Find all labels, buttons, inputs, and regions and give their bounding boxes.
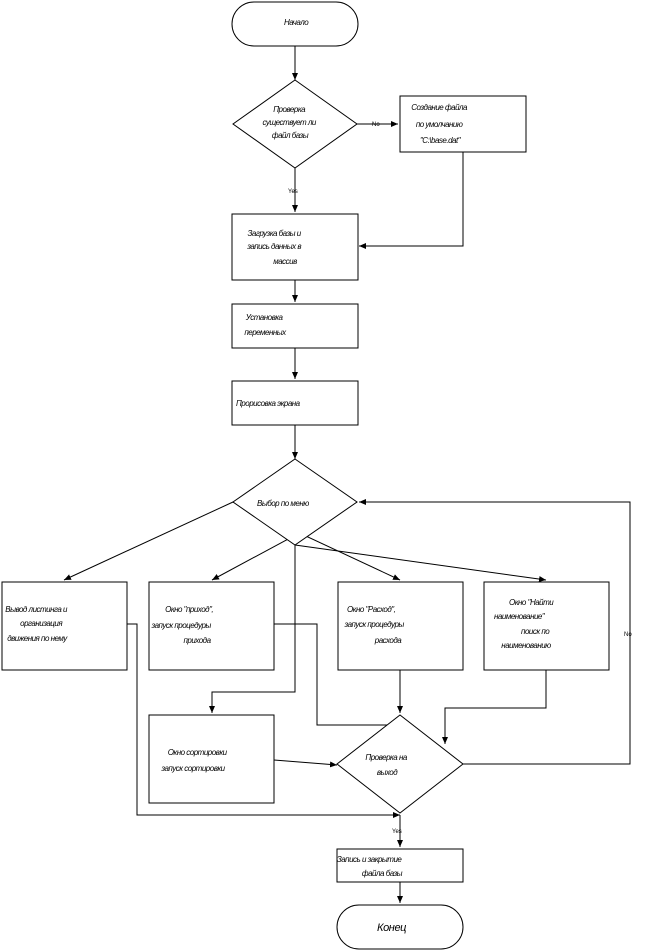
node-check-exit-line2: выход (377, 768, 398, 777)
node-expense-line3: расхода (374, 636, 403, 645)
node-draw-screen: Прорисовка экрана (231, 380, 359, 426)
node-list-view-line2: организация (20, 619, 63, 628)
node-check-exit: Проверка на выход (336, 714, 464, 814)
label-check-yes: Yes (288, 189, 298, 195)
node-income-line1: Окно "приход", (165, 605, 213, 614)
node-list-view-line3: движения по нему (7, 634, 68, 643)
edge-exit-no (359, 499, 631, 765)
node-load-db-line1: Загрузка базы и (248, 229, 302, 238)
node-income-line3: прихода (183, 636, 211, 645)
edge-list-exit (127, 623, 400, 818)
node-set-vars: Установка переменных (231, 303, 359, 349)
node-sort-line2: запуск сортировки (160, 764, 225, 773)
svg-text:Установка переменных: Установка переменных (244, 313, 287, 337)
edge-find-exit (442, 670, 547, 744)
node-sort-line1: Окно сортировки (168, 748, 228, 757)
svg-text:Проверка существует ли: Проверка существует ли файл базы (262, 105, 317, 140)
svg-text:Окно "Найти наименование: Окно "Найти наименование" поиск по наиме… (494, 598, 555, 650)
node-find-name: Окно "Найти наименование" поиск по наиме… (483, 581, 610, 671)
node-expense-line2: запуск процедуры (343, 620, 404, 629)
node-income-line2: запуск процедуры (150, 621, 211, 630)
node-load-db-line2: запись данных в (246, 242, 301, 251)
node-check-file-line1: Проверка (273, 105, 306, 114)
node-expense: Окно "Расход", запуск процедуры расхода (337, 581, 464, 671)
node-find-name-line1: Окно "Найти (509, 598, 554, 607)
edge-menu-sort (209, 545, 296, 713)
node-end-text: Конец (377, 922, 406, 934)
node-set-vars-line1: Установка (245, 313, 284, 322)
node-create-file-line3: "C:\base.dat" (420, 136, 462, 145)
svg-text:Окно "Расход", запуск пр: Окно "Расход", запуск процедуры расхода (343, 605, 405, 645)
node-check-file-line3: файл базы (272, 131, 309, 140)
svg-text:Вывод листинга и организ: Вывод листинга и организация движения по… (5, 605, 69, 643)
node-save-close: Запись и закрытие файла базы (336, 848, 464, 883)
node-load-db-line3: массив (273, 257, 297, 266)
node-create-file: Создание файла по умолчанию "C:\base.dat… (399, 95, 527, 153)
node-create-file-line1: Создание файла (411, 103, 468, 112)
edge-sort-exit (273, 759, 338, 768)
node-save-close-line1: Запись и закрытие (337, 855, 403, 864)
node-create-file-line2: по умолчанию (416, 120, 463, 129)
edge-create-load (359, 152, 464, 249)
svg-text:Окно сортировки запуск с: Окно сортировки запуск сортировки (160, 748, 228, 773)
label-check-no: No (372, 122, 380, 128)
svg-text:Запись и закрытие файла: Запись и закрытие файла базы (337, 855, 403, 878)
edge-menu-find (294, 544, 547, 583)
connectors (63, 46, 631, 903)
node-income: Окно "приход", запуск процедуры прихода (148, 581, 275, 671)
edge-menu-list (63, 501, 234, 581)
node-save-close-line2: файла базы (362, 869, 403, 878)
node-end: Конец (336, 904, 464, 950)
node-find-name-line4: наименованию (501, 641, 551, 650)
node-start: Начало (231, 1, 359, 47)
node-menu: Выбор по меню (232, 458, 358, 546)
svg-text:Создание файла по умолча: Создание файла по умолчанию "C:\base.dat… (411, 103, 468, 145)
svg-text:Окно "приход", запуск пр: Окно "приход", запуск процедуры прихода (150, 605, 214, 645)
node-menu-text: Выбор по меню (257, 499, 309, 508)
svg-text:Проверка на выход: Проверка на выход (365, 753, 408, 777)
node-sort: Окно сортировки запуск сортировки (148, 714, 275, 804)
node-set-vars-line2: переменных (244, 328, 287, 337)
node-check-file-line2: существует ли (262, 118, 316, 127)
node-check-exit-line1: Проверка на (365, 753, 407, 762)
node-list-view: Вывод листинга и организация движения по… (1, 581, 128, 671)
svg-text:Загрузка базы и запись д: Загрузка базы и запись данных в массив (246, 229, 302, 266)
node-start-text: Начало (284, 18, 309, 27)
edge-income-exit (274, 623, 398, 728)
label-exit-yes: Yes (392, 829, 402, 835)
node-list-view-line1: Вывод листинга и (5, 605, 68, 614)
node-draw-screen-text: Прорисовка экрана (236, 399, 301, 408)
label-exit-no: No (624, 632, 632, 638)
node-load-db: Загрузка базы и запись данных в массив (231, 213, 359, 281)
node-find-name-line3: поиск по (521, 627, 550, 636)
node-find-name-line2: наименование" (494, 612, 546, 621)
node-check-file: Проверка существует ли файл базы (232, 79, 358, 169)
node-expense-line1: Окно "Расход", (347, 605, 396, 614)
